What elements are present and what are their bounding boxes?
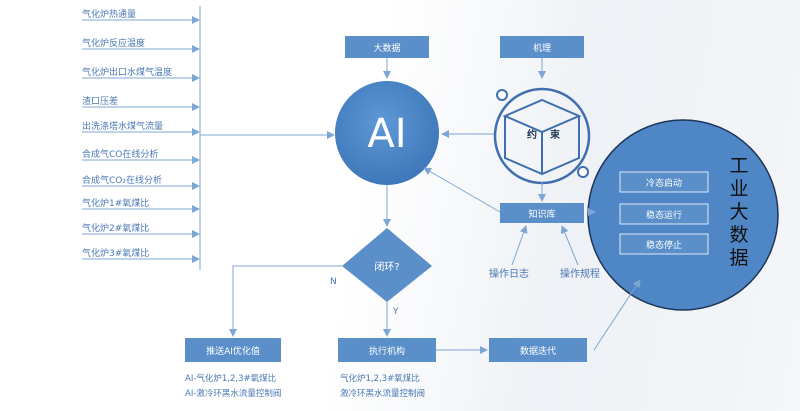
exec-note: 气化炉1,2,3#氧煤比	[340, 373, 420, 384]
decision-no-label: N	[330, 277, 337, 287]
input-label: 气化炉1#氧煤比	[82, 197, 149, 209]
iterate-label: 数据迭代	[520, 345, 556, 357]
cold-start-item: 冷态启动	[646, 177, 682, 189]
input-connectors	[82, 6, 335, 270]
input-label: 合成气CO₂在线分析	[82, 174, 162, 186]
iterate-node: 数据迭代	[489, 338, 587, 362]
decision-yes-label: Y	[392, 307, 399, 317]
industrial-big-data: 冷态启动 稳态运行 稳态停止 工 业 大 数 据	[587, 119, 779, 311]
input-label: 气化炉热通量	[82, 8, 136, 20]
steady-run-item: 稳态运行	[646, 209, 682, 221]
input-label: 气化炉出口水煤气温度	[82, 66, 172, 78]
push-note: AI-气化炉1,2,3#氧煤比	[185, 373, 276, 384]
ai-label: AI	[367, 111, 406, 157]
input-label: 合成气CO在线分析	[82, 148, 158, 160]
execute-label: 执行机构	[369, 345, 405, 357]
push-ai-label: 推送AI优化值	[206, 345, 260, 357]
constraint-cube: 约 束	[493, 87, 591, 185]
input-label: 气化炉3#氧煤比	[82, 247, 149, 259]
decision-label: 闭环?	[374, 260, 399, 273]
industrial-title-char: 工	[729, 155, 748, 177]
knowledge-base-label: 知识库	[528, 208, 555, 220]
cube-right-label: 束	[550, 128, 561, 141]
mechanism-label: 机理	[533, 42, 551, 54]
input-label: 气化炉2#氧煤比	[82, 222, 149, 234]
industrial-title-char: 据	[729, 247, 748, 269]
execute-node: 执行机构	[338, 338, 436, 362]
big-data-label: 大数据	[373, 42, 400, 54]
steady-stop-item: 稳态停止	[646, 239, 682, 251]
mechanism-node: 机理	[500, 36, 584, 58]
push-note: AI-激冷环黑水流量控制阀	[185, 388, 281, 399]
input-variables: 气化炉热通量 气化炉反应温度 气化炉出口水煤气温度 渣口压差 出洗涤塔水煤气流量…	[82, 8, 172, 259]
cube-left-label: 约	[527, 128, 537, 141]
closed-loop-decision: 闭环?	[342, 228, 432, 302]
input-label: 气化炉反应温度	[82, 37, 145, 49]
industrial-title-char: 业	[729, 178, 748, 200]
big-data-node: 大数据	[345, 36, 429, 58]
operation-rules-label: 操作规程	[560, 267, 600, 280]
operation-log-label: 操作日志	[489, 267, 529, 280]
input-label: 渣口压差	[82, 95, 118, 107]
industrial-title-char: 数	[729, 224, 748, 246]
input-label: 出洗涤塔水煤气流量	[82, 120, 163, 132]
ai-node: AI	[335, 81, 439, 185]
push-ai-node: 推送AI优化值	[185, 338, 281, 362]
knowledge-base-node: 知识库	[500, 203, 584, 223]
industrial-title-char: 大	[729, 201, 748, 223]
exec-note: 激冷环黑水流量控制阀	[340, 388, 425, 399]
